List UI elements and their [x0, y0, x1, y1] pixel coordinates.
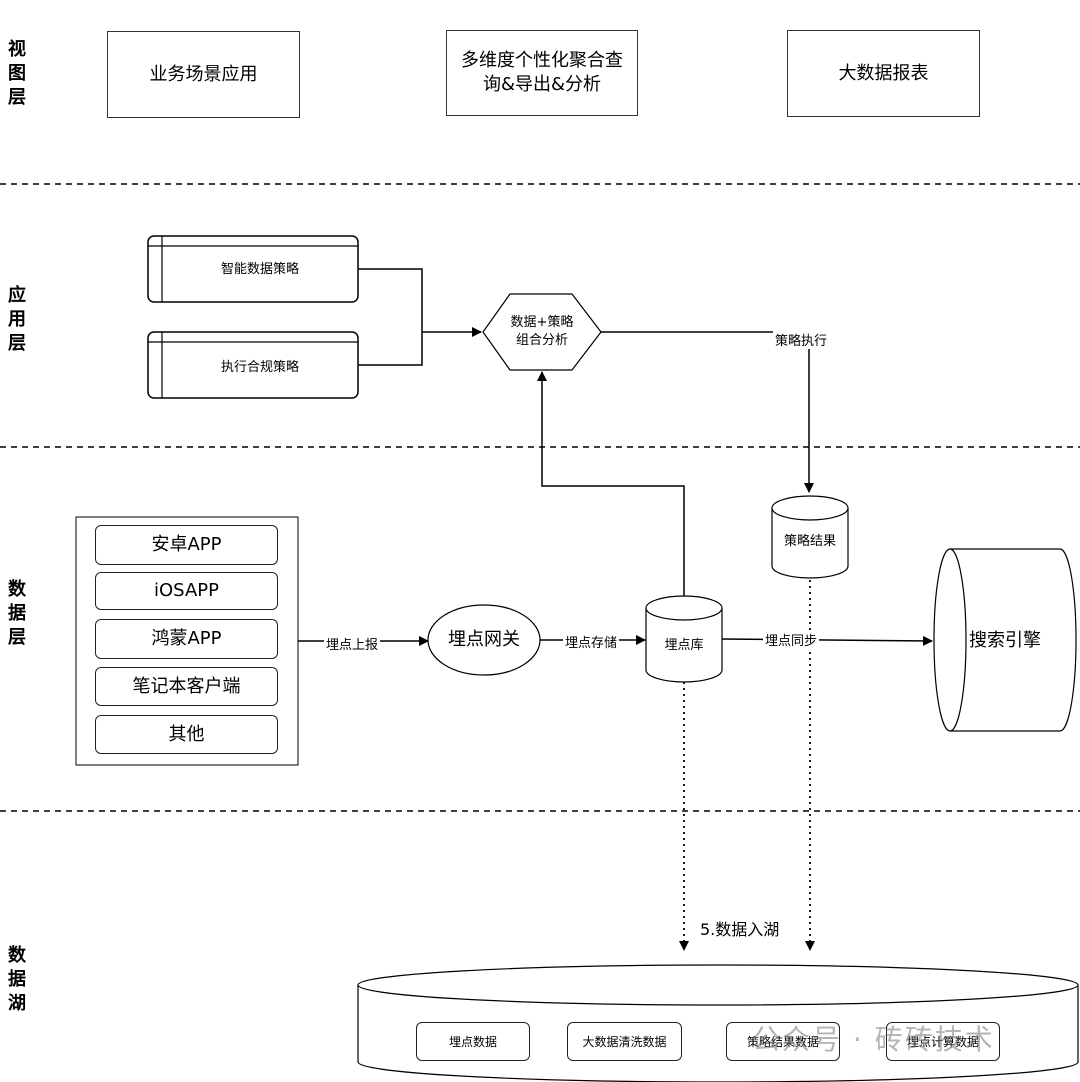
edge-label-lake: 5.数据入湖 [700, 920, 780, 939]
client-ios: iOSAPP [95, 572, 278, 610]
strategy-result-label: 策略结果 [783, 534, 836, 549]
view-box-business-scenario: 业务场景应用 [107, 31, 300, 118]
lake-item-tracking-data: 埋点数据 [416, 1022, 530, 1061]
search-engine-label: 搜索引擎 [969, 630, 1041, 651]
view-box-business-scenario-label: 业务场景应用 [149, 63, 258, 85]
lake-item-cleaned-data-label: 大数据清洗数据 [582, 1035, 667, 1049]
client-android-label: 安卓APP [151, 534, 222, 555]
layer-label-application: 应用层 [6, 284, 28, 356]
view-box-multidim-query-line2: 询&导出&分析 [482, 74, 602, 95]
edge-label-sync: 埋点同步 [763, 630, 820, 649]
client-laptop: 笔记本客户端 [95, 667, 278, 706]
analysis-hexagon-shape [482, 293, 602, 371]
lake-item-computed-data: 埋点计算数据 [886, 1022, 1000, 1061]
layer-label-lake: 数据湖 [6, 944, 28, 1016]
view-box-multidim-query-line1: 多维度个性化聚合查 [461, 50, 623, 71]
layer-label-application-text: 应用层 [8, 285, 26, 354]
layer-label-lake-text: 数据湖 [8, 945, 26, 1014]
edge-label-store: 埋点存储 [563, 632, 620, 651]
watermark-text: 公众号 · 砖砖技术 [752, 1023, 995, 1056]
analysis-hexagon-label: 数据+策略 组合分析 [492, 314, 592, 350]
client-laptop-label: 笔记本客户端 [132, 675, 241, 697]
lake-item-strategy-result-data: 策略结果数据 [726, 1022, 840, 1061]
lake-item-strategy-result-data-label: 策略结果数据 [746, 1035, 819, 1049]
client-android: 安卓APP [95, 525, 278, 565]
edge-label-report: 埋点上报 [324, 634, 381, 653]
analysis-hexagon-line2: 组合分析 [515, 333, 568, 348]
layer-label-view: 视图层 [6, 38, 28, 110]
strategy-box-2-label: 执行合规策略 [220, 360, 299, 375]
gateway-label: 埋点网关 [448, 629, 520, 650]
layer-label-data: 数据层 [6, 578, 28, 650]
tracking-db-label: 埋点库 [664, 638, 704, 653]
layer-label-view-text: 视图层 [8, 39, 26, 108]
tracking-db-cylinder [645, 595, 723, 683]
client-ios-label: iOSAPP [154, 580, 219, 601]
strategy-box-1-label: 智能数据策略 [220, 262, 299, 277]
view-box-bigdata-report-label: 大数据报表 [838, 62, 929, 84]
view-box-multidim-query: 多维度个性化聚合查 询&导出&分析 [446, 30, 638, 116]
layer-label-data-text: 数据层 [8, 579, 26, 648]
edge-label-execute: 策略执行 [773, 330, 830, 349]
client-other: 其他 [95, 715, 278, 754]
strategy-box-2-shape [147, 331, 359, 399]
client-harmony-label: 鸿蒙APP [151, 628, 222, 649]
strategy-result-cylinder [771, 495, 849, 579]
lake-item-computed-data-label: 埋点计算数据 [906, 1035, 979, 1049]
lake-item-tracking-data-label: 埋点数据 [448, 1035, 497, 1049]
analysis-hexagon-line1: 数据+策略 [510, 315, 574, 330]
client-other-label: 其他 [168, 723, 205, 745]
lake-item-cleaned-data: 大数据清洗数据 [567, 1022, 682, 1061]
client-harmony: 鸿蒙APP [95, 619, 278, 659]
view-box-bigdata-report: 大数据报表 [787, 30, 980, 117]
search-engine-cylinder [933, 548, 1077, 732]
